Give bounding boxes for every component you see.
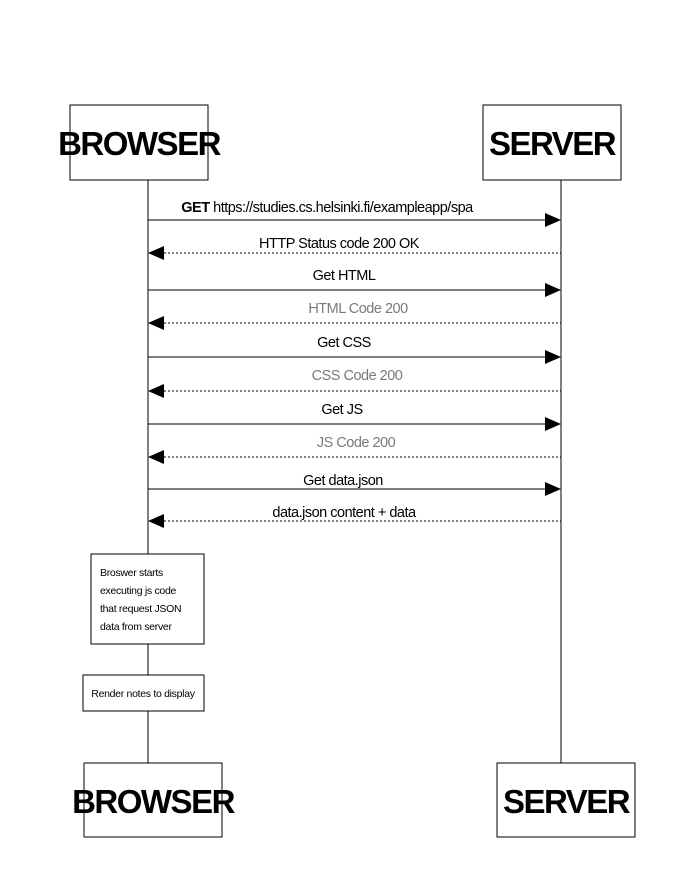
arrowhead-right	[545, 417, 561, 431]
note-line: data from server	[100, 621, 172, 633]
arrowhead-right	[545, 213, 561, 227]
arrowhead-left	[148, 246, 164, 260]
browser-actor-top-label: BROWSER	[58, 125, 222, 162]
message-get-data-json: Get data.json	[148, 473, 561, 496]
message-label: data.json content + data	[272, 505, 417, 521]
message-label: JS Code 200	[317, 435, 396, 451]
server-actor-bottom: SERVER	[496, 762, 636, 838]
message-label: HTTP Status code 200 OK	[259, 236, 420, 252]
message-get-js: Get JS	[148, 402, 561, 431]
message-url: https://studies.cs.helsinki.fi/exampleap…	[213, 200, 474, 216]
message-label: Get HTML	[313, 268, 376, 284]
message-css-200: CSS Code 200	[148, 368, 561, 398]
message-label: Get CSS	[317, 335, 371, 351]
arrowhead-left	[148, 450, 164, 464]
arrowhead-left	[148, 514, 164, 528]
note-line: Render notes to display	[91, 688, 195, 700]
arrowhead-left	[148, 316, 164, 330]
note-line: executing js code	[100, 585, 176, 597]
message-get-css: Get CSS	[148, 335, 561, 364]
message-label: CSS Code 200	[312, 368, 403, 384]
server-actor-top-label: SERVER	[489, 125, 617, 162]
arrowhead-right	[545, 283, 561, 297]
message-html-200: HTML Code 200	[148, 301, 561, 330]
message-label: Get data.json	[303, 473, 383, 489]
message-data-json-content: data.json content + data	[148, 505, 561, 528]
message-label: HTML Code 200	[308, 301, 408, 317]
note-line: that request JSON	[100, 603, 181, 615]
arrowhead-left	[148, 384, 164, 398]
message-method: GET	[181, 200, 210, 216]
browser-actor-top: BROWSER	[58, 104, 223, 181]
note-line: Broswer starts	[100, 567, 163, 579]
arrowhead-right	[545, 482, 561, 496]
message-label: GET https://studies.cs.helsinki.fi/examp…	[181, 200, 474, 216]
server-actor-top: SERVER	[482, 104, 622, 181]
message-js-200: JS Code 200	[148, 435, 561, 464]
note-browser-executes-js: Broswer starts executing js code that re…	[90, 553, 205, 645]
note-render-notes: Render notes to display	[82, 674, 205, 712]
message-get-spa: GET https://studies.cs.helsinki.fi/examp…	[148, 200, 561, 227]
message-get-html: Get HTML	[148, 268, 561, 297]
server-actor-bottom-label: SERVER	[503, 783, 631, 820]
messages: GET https://studies.cs.helsinki.fi/examp…	[148, 200, 561, 528]
message-label: Get JS	[321, 402, 362, 418]
message-status-200: HTTP Status code 200 OK	[148, 236, 561, 260]
arrowhead-right	[545, 350, 561, 364]
browser-actor-bottom: BROWSER	[72, 762, 237, 838]
browser-actor-bottom-label: BROWSER	[72, 783, 236, 820]
